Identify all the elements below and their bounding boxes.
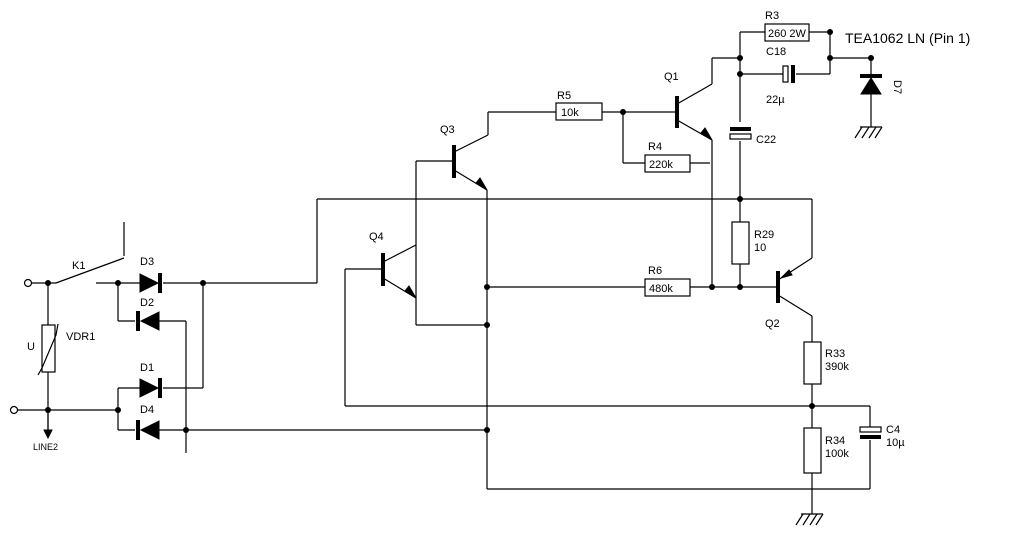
ground-d7: [854, 126, 883, 139]
q4-label: Q4: [369, 231, 384, 243]
r5-label: R5: [557, 90, 571, 102]
c4-label: C4: [886, 424, 900, 436]
r5-value: 10k: [561, 107, 579, 119]
capacitor-c22: C22: [729, 127, 776, 146]
diode-d7: D7: [860, 74, 903, 95]
k1-label: K1: [72, 260, 85, 272]
resistor-r34: R34 100k: [803, 427, 849, 474]
transistor-q2: Q2: [765, 257, 813, 330]
r29-label: R29: [754, 229, 774, 241]
r33-value: 390k: [825, 361, 849, 373]
d2-label: D2: [140, 297, 154, 309]
r29-value: 10: [754, 242, 766, 254]
diode-d2: D2: [136, 297, 160, 331]
r3-value: 260 2W: [768, 28, 807, 40]
q3-label: Q3: [440, 124, 455, 136]
resistor-r5: R5 10k: [555, 90, 603, 121]
resistor-r3: R3 260 2W: [764, 10, 810, 42]
r34-value: 100k: [825, 448, 849, 460]
d1-label: D1: [140, 362, 154, 374]
r4-label: R4: [648, 141, 662, 153]
c4-value: 10µ: [886, 437, 905, 449]
terminal-bottom: [9, 405, 19, 415]
diode-d3: D3: [139, 256, 162, 293]
line2-arrow: LINE2: [33, 429, 58, 452]
r6-value: 480k: [649, 283, 673, 295]
line2-label: LINE2: [33, 442, 58, 452]
transistor-q3: Q3: [440, 124, 489, 191]
transistor-q1: Q1: [664, 71, 713, 141]
diode-d1: D1: [139, 362, 162, 398]
r4-value: 220k: [649, 159, 673, 171]
q2-label: Q2: [765, 318, 780, 330]
vdr1-label: VDR1: [66, 331, 95, 343]
c22-label: C22: [756, 134, 776, 146]
q1-label: Q1: [664, 71, 679, 83]
transistor-q4: Q4: [369, 231, 417, 299]
terminal-top: [23, 278, 33, 288]
diode-d4: D4: [136, 404, 160, 440]
d3-label: D3: [140, 256, 154, 268]
capacitor-c4: C4 10µ: [859, 424, 905, 449]
d7-label: D7: [891, 80, 903, 94]
c18-value: 22µ: [766, 94, 785, 106]
resistor-r6: R6 480k: [644, 265, 691, 297]
resistor-r4: R4 220k: [644, 141, 691, 173]
c18-label: C18: [766, 46, 786, 58]
r6-label: R6: [648, 265, 662, 277]
junctions: [9, 29, 874, 433]
vdr1-varistor: U VDR1: [27, 323, 95, 376]
tea1062-label: TEA1062 LN (Pin 1): [845, 30, 970, 46]
capacitor-c18: C18 22µ: [766, 46, 795, 106]
d4-label: D4: [140, 404, 154, 416]
r3-label: R3: [765, 10, 779, 22]
ground-r34: [795, 513, 824, 526]
r33-label: R33: [825, 348, 845, 360]
resistor-r29: R29 10: [731, 221, 774, 265]
wires: [17, 31, 872, 514]
resistor-r33: R33 390k: [803, 341, 849, 385]
r34-label: R34: [825, 435, 845, 447]
vdr-u-label: U: [27, 341, 35, 353]
